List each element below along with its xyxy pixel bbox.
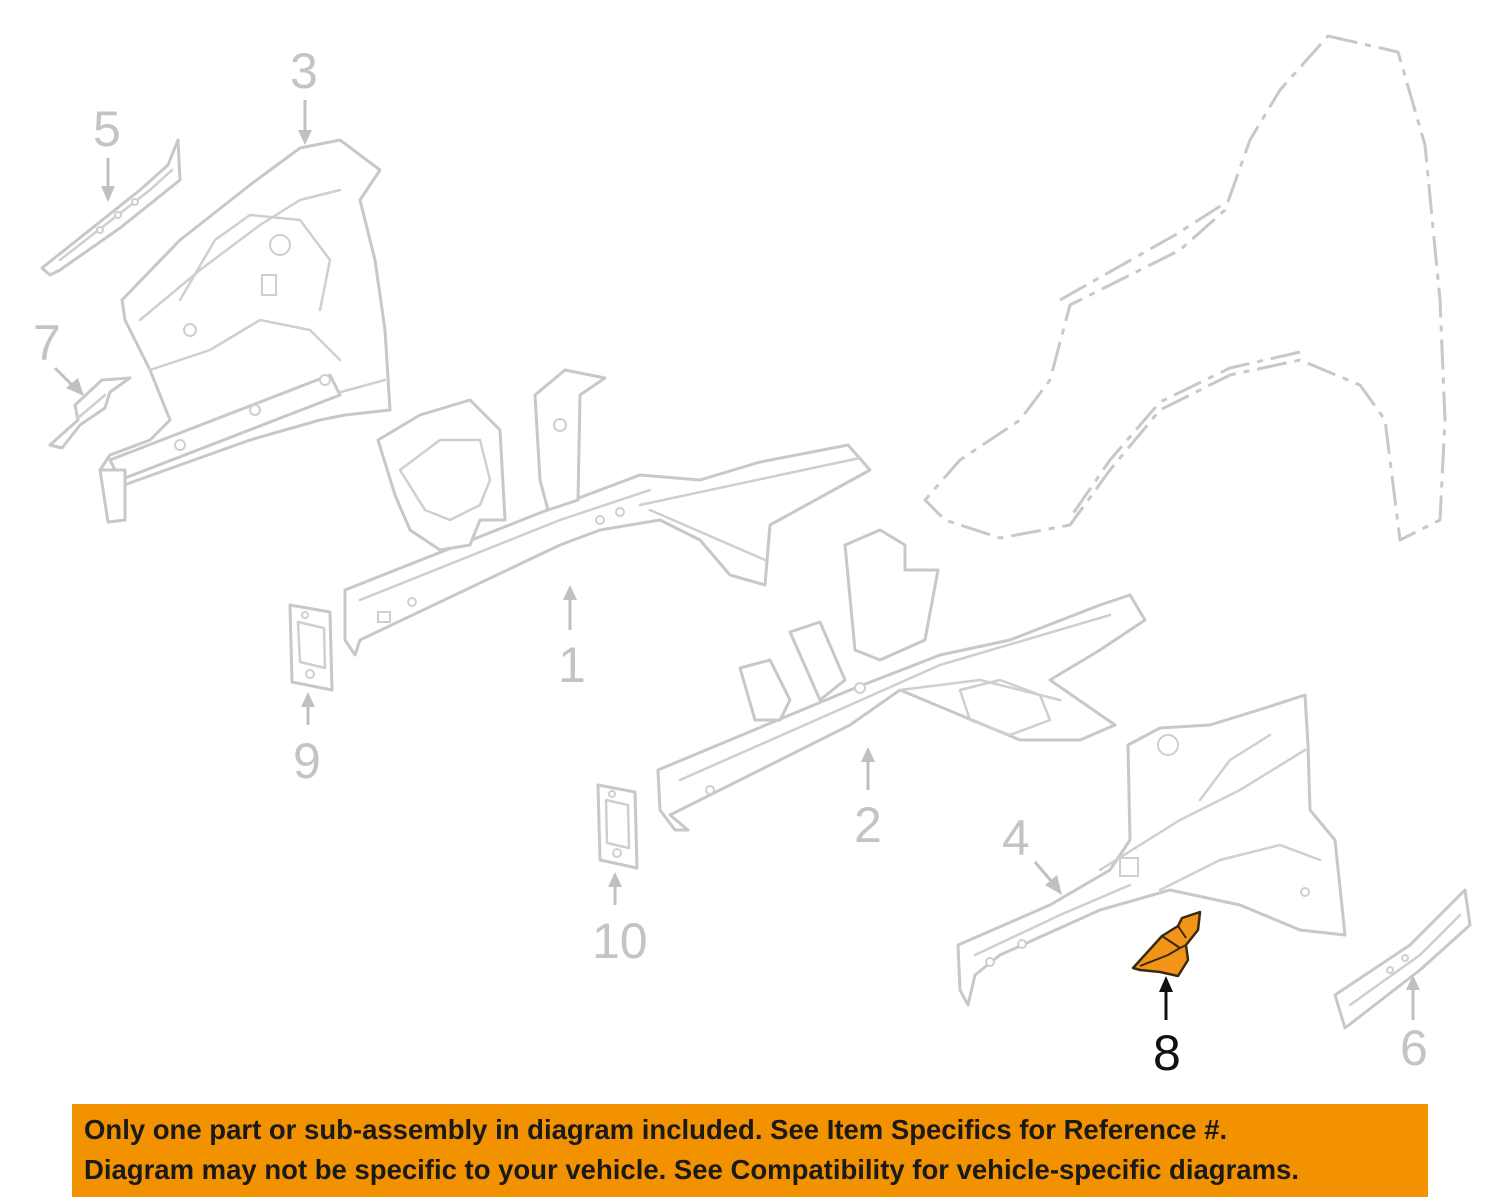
parts-diagram: 3 5 7 1 9 2 10 4 6 8 — [33, 34, 1472, 1081]
part-6-rail — [1333, 888, 1472, 1030]
callout-arrow-8 — [1159, 976, 1173, 1020]
callout-3: 3 — [290, 43, 318, 99]
part-4-apron — [956, 693, 1347, 1007]
part-7-bracket — [48, 376, 132, 450]
disclaimer-banner: Only one part or sub-assembly in diagram… — [72, 1104, 1428, 1197]
part-1-side-member — [343, 368, 872, 657]
callout-arrow-2 — [861, 747, 875, 790]
part-10-plate — [596, 783, 639, 870]
callout-arrow-1 — [563, 585, 577, 630]
callout-4: 4 — [1002, 810, 1030, 866]
callout-arrow-6 — [1406, 975, 1420, 1020]
callout-6: 6 — [1400, 1020, 1428, 1076]
callout-10: 10 — [592, 913, 648, 969]
callout-2: 2 — [854, 797, 882, 853]
callout-arrow-3 — [298, 100, 312, 145]
callout-8: 8 — [1153, 1025, 1181, 1081]
disclaimer-line-2: Diagram may not be specific to your vehi… — [84, 1154, 1299, 1185]
fender-outline — [923, 34, 1447, 542]
callout-arrow-9 — [301, 692, 315, 725]
callout-5: 5 — [93, 101, 121, 157]
callout-arrow-7 — [53, 366, 84, 396]
part-2-side-member — [656, 528, 1147, 832]
callout-1: 1 — [558, 637, 586, 693]
callout-7: 7 — [33, 315, 61, 371]
part-8-bracket-highlighted — [1131, 910, 1202, 978]
callout-arrow-4 — [1033, 861, 1062, 895]
disclaimer-line-1: Only one part or sub-assembly in diagram… — [84, 1114, 1228, 1145]
part-5-rail — [40, 138, 182, 277]
part-9-plate — [288, 603, 334, 692]
callout-arrow-5 — [101, 158, 115, 202]
callout-arrow-10 — [608, 872, 622, 905]
callout-9: 9 — [293, 733, 321, 789]
part-3-apron — [98, 138, 392, 524]
